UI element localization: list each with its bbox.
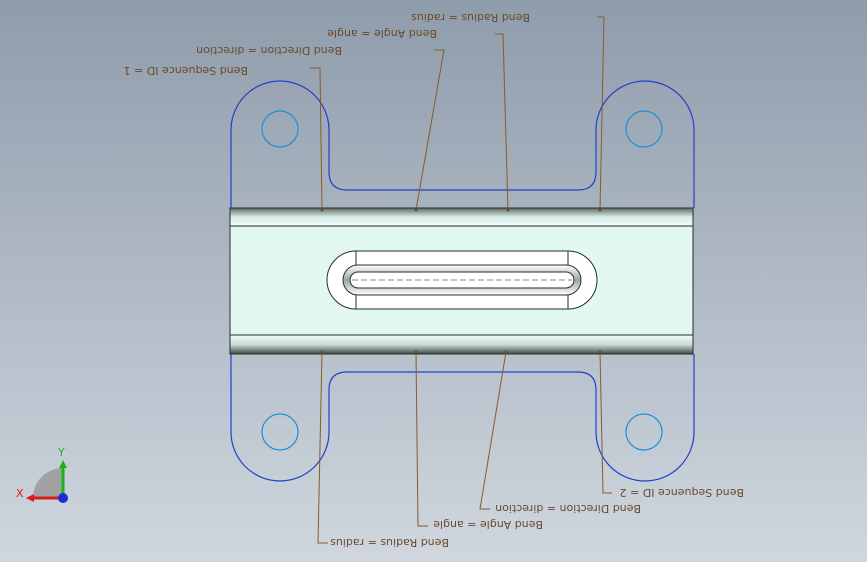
note-bottom-bend-radius[interactable]: Bend Radius = radius — [330, 536, 449, 549]
note-bottom-bend-direction[interactable]: Bend Direction = direction — [495, 502, 641, 515]
note-top-bend-sequence[interactable]: Bend Sequence ID = 1 — [124, 64, 248, 77]
note-top-bend-radius[interactable]: Bend Radius = radius — [411, 11, 530, 24]
triad-x-label: X — [16, 487, 24, 500]
note-bottom-bend-sequence[interactable]: Bend Sequence ID = 2 — [620, 486, 744, 499]
reference-triad[interactable]: X Y — [16, 446, 68, 503]
bend-region-top[interactable] — [229, 207, 694, 227]
triad-y-label: Y — [57, 446, 65, 459]
bottom-flange-outline — [230, 354, 695, 482]
triad-z-origin-icon — [58, 493, 68, 503]
hole-top-left[interactable] — [261, 110, 299, 148]
top-leaders — [310, 16, 605, 212]
note-top-bend-angle[interactable]: Bend Angle = angle — [327, 27, 437, 40]
hole-bottom-right[interactable] — [625, 413, 663, 451]
note-top-bend-direction[interactable]: Bend Direction = direction — [196, 44, 342, 57]
note-bottom-bend-angle[interactable]: Bend Angle = angle — [433, 518, 543, 531]
triad-x-arrow-icon — [26, 494, 34, 502]
bottom-leaders — [317, 350, 612, 544]
triad-y-arrow-icon — [59, 460, 67, 468]
triad-quadrant — [33, 468, 63, 498]
hole-top-right[interactable] — [625, 110, 663, 148]
bend-region-bottom[interactable] — [229, 334, 694, 355]
top-flange-outline — [230, 80, 695, 208]
hole-bottom-left[interactable] — [261, 413, 299, 451]
